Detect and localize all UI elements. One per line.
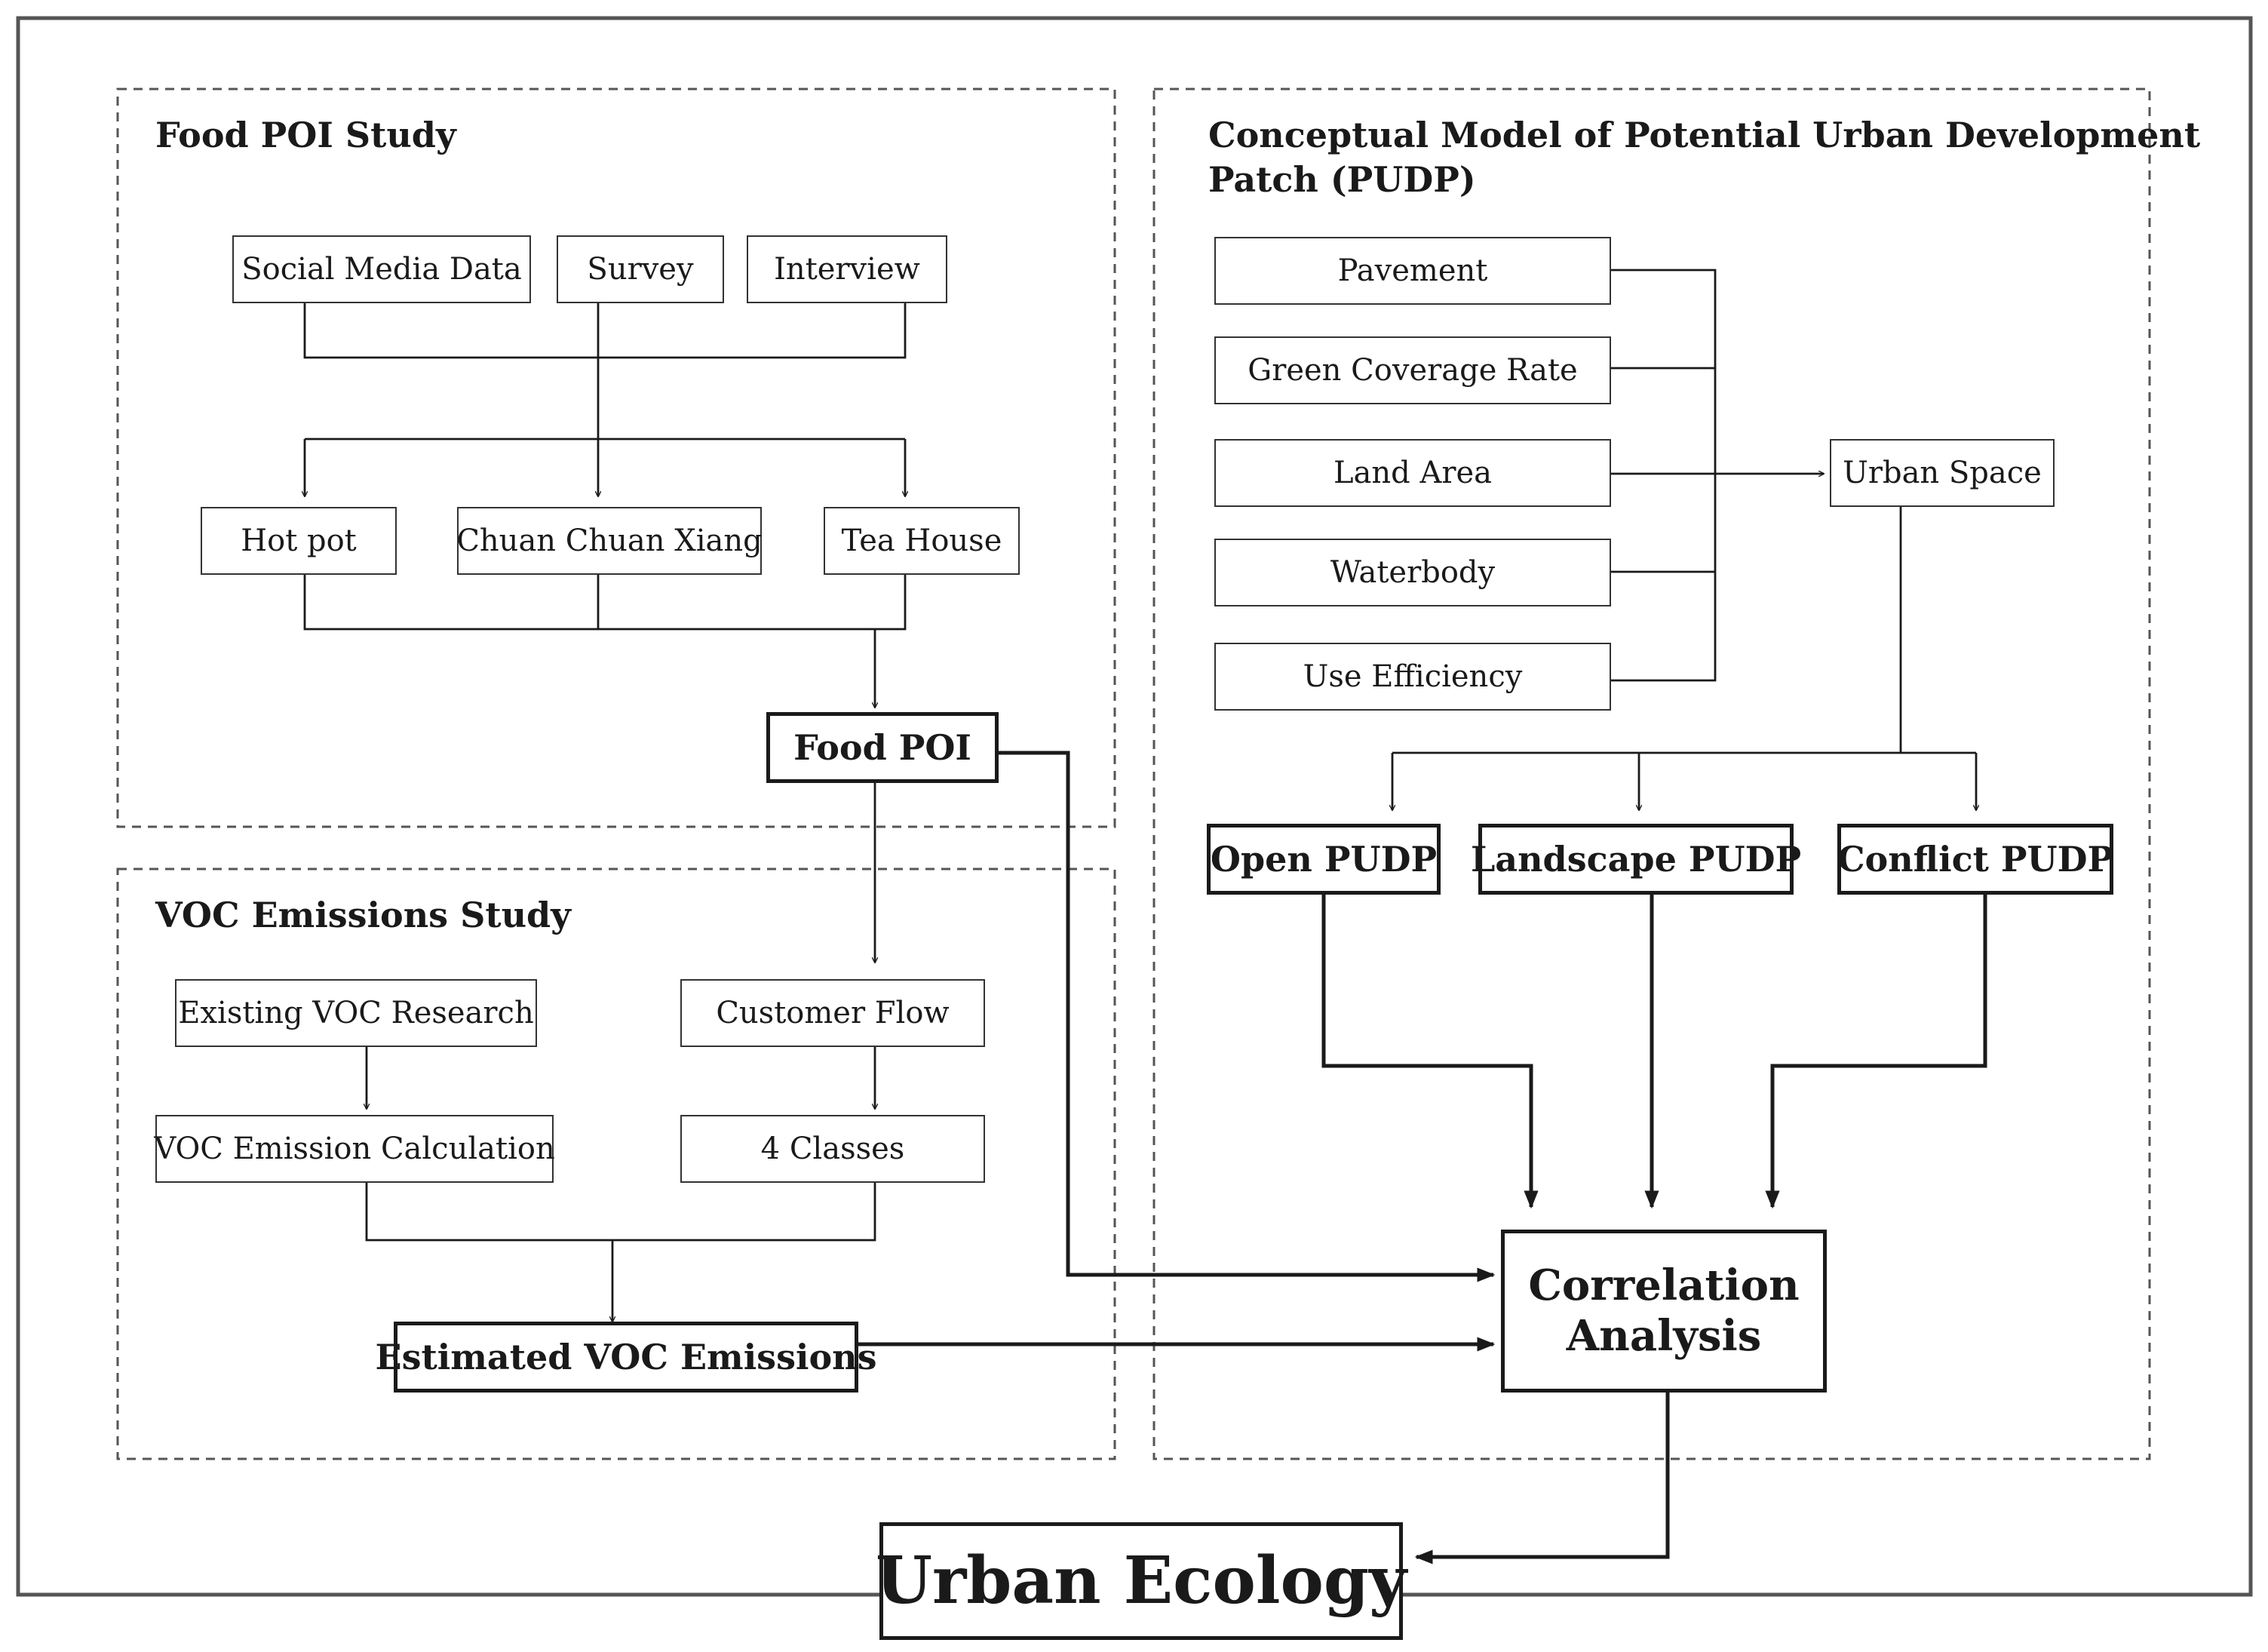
node-waterbody: Waterbody bbox=[1214, 539, 1611, 606]
connector-categories-merge bbox=[303, 575, 907, 631]
connector-sources-merge bbox=[303, 302, 907, 359]
node-survey: Survey bbox=[557, 235, 724, 303]
pudp-title-line-2: Patch (PUDP) bbox=[1208, 158, 1476, 200]
node-urban-ecology: Urban Ecology bbox=[876, 1522, 1407, 1640]
connector-calc-classes-merge bbox=[365, 1183, 876, 1242]
food-poi-section-border bbox=[116, 88, 1116, 828]
voc-section-title: VOC Emissions Study bbox=[155, 895, 571, 935]
node-conflict-pudp: Conflict PUDP bbox=[1837, 824, 2113, 895]
node-chuan-chuan-xiang: Chuan Chuan Xiang bbox=[456, 507, 763, 575]
node-interview: Interview bbox=[747, 235, 947, 303]
pudp-title-line-1: Conceptual Model of Potential Urban Deve… bbox=[1208, 115, 2201, 155]
correlation-line-2: Analysis bbox=[1566, 1311, 1762, 1361]
connector-factors-bus bbox=[1610, 269, 1717, 682]
connector-open-to-correlation bbox=[1321, 894, 1539, 1209]
node-pavement: Pavement bbox=[1214, 237, 1611, 305]
node-food-poi: Food POI bbox=[766, 712, 999, 783]
node-estimated-voc-emissions: Estimated VOC Emissions bbox=[376, 1322, 876, 1393]
correlation-line-1: Correlation bbox=[1528, 1260, 1800, 1310]
connector-foodpoi-to-correlation bbox=[998, 751, 1496, 1282]
food-poi-section-title: Food POI Study bbox=[155, 115, 456, 155]
node-green-coverage-rate: Green Coverage Rate bbox=[1214, 336, 1611, 404]
node-hot-pot: Hot pot bbox=[201, 507, 397, 575]
pudp-section-border bbox=[1152, 88, 2151, 1460]
node-existing-voc-research: Existing VOC Research bbox=[175, 979, 537, 1047]
node-landscape-pudp: Landscape PUDP bbox=[1471, 824, 1801, 895]
connector-conflict-to-correlation bbox=[1765, 894, 1987, 1209]
node-use-efficiency: Use Efficiency bbox=[1214, 643, 1611, 711]
node-tea-house: Tea House bbox=[824, 507, 1020, 575]
node-social-media-data: Social Media Data bbox=[232, 235, 531, 303]
pudp-section-title: Conceptual Model of Potential Urban Deve… bbox=[1208, 113, 2200, 202]
node-4-classes: 4 Classes bbox=[680, 1115, 985, 1183]
node-urban-space: Urban Space bbox=[1830, 439, 2055, 507]
node-land-area: Land Area bbox=[1214, 439, 1611, 507]
node-open-pudp: Open PUDP bbox=[1207, 824, 1441, 895]
voc-section-border bbox=[116, 867, 1116, 1460]
node-correlation-analysis: Correlation Analysis bbox=[1501, 1230, 1827, 1393]
node-customer-flow: Customer Flow bbox=[680, 979, 985, 1047]
connector-correlation-to-ecology bbox=[1414, 1393, 1670, 1564]
node-voc-emission-calculation: VOC Emission Calculation bbox=[154, 1115, 555, 1183]
